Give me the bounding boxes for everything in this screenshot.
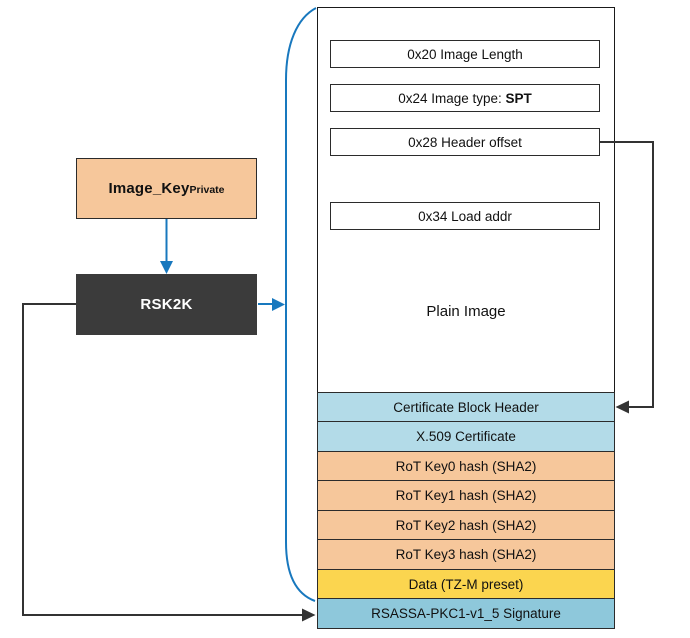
row-label: Certificate Block Header (393, 399, 539, 415)
row-label: Data (TZ-M preset) (408, 576, 524, 592)
field-image-type-label: 0x24 Image type: (398, 90, 506, 106)
row-rot-key3-hash: RoT Key3 hash (SHA2) (317, 539, 615, 571)
row-certificate-block-header: Certificate Block Header (317, 392, 615, 423)
field-header-offset: 0x28 Header offset (330, 128, 600, 156)
row-label: RoT Key2 hash (SHA2) (395, 517, 537, 533)
row-rot-key1-hash: RoT Key1 hash (SHA2) (317, 480, 615, 512)
row-label: X.509 Certificate (416, 429, 516, 445)
row-label: RSASSA-PKC1-v1_5 Signature (371, 606, 561, 622)
field-image-type: 0x24 Image type: SPT (330, 84, 600, 112)
rsk2k-label: RSK2K (140, 296, 193, 313)
row-data-tzm-preset: Data (TZ-M preset) (317, 568, 615, 600)
row-rot-key2-hash: RoT Key2 hash (SHA2) (317, 509, 615, 541)
arrow-imagekey-to-rsk2k (160, 219, 173, 274)
certificate-rows: Certificate Block Header X.509 Certifica… (317, 392, 615, 629)
field-image-length: 0x20 Image Length (330, 40, 600, 68)
field-image-length-label: 0x20 Image Length (407, 46, 523, 62)
field-load-addr-label: 0x34 Load addr (418, 208, 512, 224)
row-rsassa-signature: RSASSA-PKC1-v1_5 Signature (317, 598, 615, 629)
row-label: RoT Key0 hash (SHA2) (395, 458, 537, 474)
image-key-subscript-label: Private (189, 184, 225, 196)
rsk2k-box: RSK2K (76, 274, 257, 335)
row-label: RoT Key3 hash (SHA2) (395, 547, 537, 563)
field-load-addr: 0x34 Load addr (330, 202, 600, 230)
connector-rsk2k-to-signature (22, 303, 316, 622)
plain-image-label: Plain Image (426, 303, 506, 320)
row-label: RoT Key1 hash (SHA2) (395, 488, 537, 504)
signed-region-bracket-line (285, 7, 317, 602)
image-key-label: Image_Key (108, 180, 190, 197)
row-rot-key0-hash: RoT Key0 hash (SHA2) (317, 450, 615, 482)
row-x509-certificate: X.509 Certificate (317, 421, 615, 453)
field-image-type-bold: SPT (505, 90, 532, 106)
field-header-offset-label: 0x28 Header offset (408, 134, 522, 150)
arrow-rsk2k-to-bracket (258, 298, 285, 311)
